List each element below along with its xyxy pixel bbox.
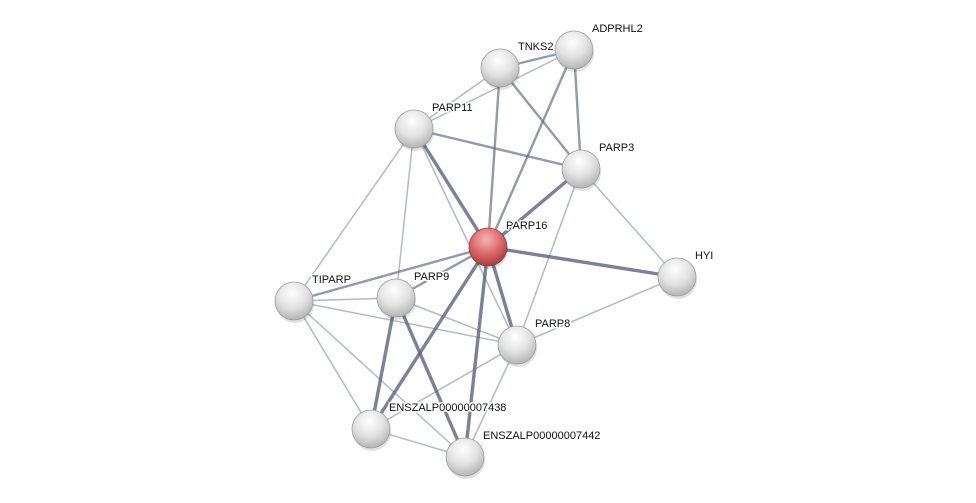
node-tnks2[interactable]: TNKS2 [480, 40, 555, 90]
node-hyi[interactable]: HYI [657, 249, 715, 299]
node-label: TNKS2 [518, 41, 553, 53]
node-parp8[interactable]: PARP8 [497, 317, 572, 367]
node-label: TIPARP [312, 274, 351, 286]
node-ball[interactable] [394, 109, 434, 149]
node-ball[interactable] [561, 149, 601, 189]
edge-tiparp-enszalp00000007438[interactable] [293, 300, 372, 430]
node-ball[interactable] [445, 437, 485, 477]
node-tiparp[interactable]: TIPARP [274, 273, 352, 323]
edge-parp9-enszalp00000007438[interactable] [369, 297, 398, 430]
edge-parp8-enszalp00000007438[interactable] [370, 344, 518, 430]
node-label: PARP8 [535, 318, 570, 330]
edge-parp3-hyi[interactable] [580, 168, 678, 278]
edge-parp8-enszalp00000007442[interactable] [464, 344, 518, 458]
node-ball[interactable] [274, 281, 314, 321]
edge-parp11-adprhl2[interactable] [413, 49, 575, 130]
edge-parp9-enszalp00000007442[interactable] [394, 297, 467, 458]
edge-parp11-parp3[interactable] [413, 127, 582, 171]
edge-parp11-tiparp[interactable] [293, 128, 415, 302]
node-enszalp00000007442[interactable]: ENSZALP00000007442 [445, 429, 602, 479]
node-ball[interactable] [351, 409, 391, 449]
node-ball[interactable] [657, 257, 697, 297]
node-ball[interactable] [468, 227, 508, 267]
node-label: ADPRHL2 [592, 23, 643, 35]
node-ball[interactable] [497, 325, 537, 365]
edge-parp3-parp16[interactable] [486, 167, 583, 249]
node-parp9[interactable]: PARP9 [376, 270, 451, 320]
node-ball[interactable] [480, 48, 520, 88]
edge-parp11-parp9[interactable] [395, 128, 415, 299]
node-parp16[interactable]: PARP16 [468, 219, 549, 269]
node-enszalp00000007438[interactable]: ENSZALP00000007438 [351, 401, 508, 451]
node-label: PARP11 [432, 102, 473, 114]
edge-parp11-parp16[interactable] [412, 128, 490, 248]
edge-parp16-enszalp00000007442[interactable] [463, 246, 490, 458]
edge-parp11-parp8[interactable] [413, 128, 518, 346]
node-label: PARP3 [599, 142, 634, 154]
node-label: ENSZALP00000007438 [389, 402, 506, 414]
edge-parp16-tiparp[interactable] [293, 245, 489, 303]
edge-parp9-parp8[interactable] [395, 297, 518, 346]
node-label: PARP9 [414, 271, 449, 283]
node-label: PARP16 [506, 220, 547, 232]
node-label: HYI [695, 250, 713, 262]
node-parp11[interactable]: PARP11 [394, 101, 474, 151]
edge-hyi-parp8[interactable] [516, 276, 678, 346]
edge-tnks2-parp3[interactable] [499, 67, 582, 170]
node-parp3[interactable]: PARP3 [561, 141, 636, 191]
edge-adprhl2-parp3[interactable] [572, 49, 583, 170]
edge-tnks2-parp16[interactable] [486, 67, 502, 248]
edge-adprhl2-parp16[interactable] [486, 49, 576, 248]
node-ball[interactable] [554, 30, 594, 70]
node-ball[interactable] [376, 278, 416, 318]
node-label: ENSZALP00000007442 [483, 430, 600, 442]
node-adprhl2[interactable]: ADPRHL2 [554, 22, 644, 72]
edge-parp16-enszalp00000007438[interactable] [369, 246, 490, 430]
edge-parp16-hyi[interactable] [487, 245, 678, 279]
